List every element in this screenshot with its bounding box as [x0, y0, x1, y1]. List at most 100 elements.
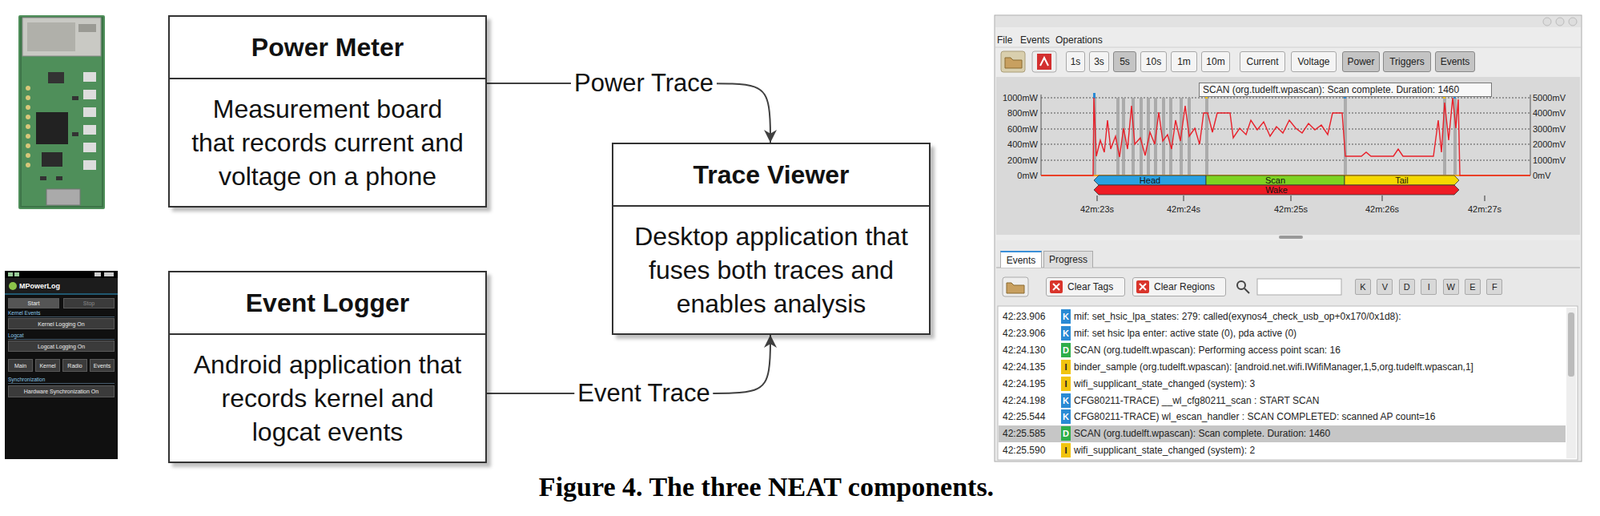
log-message: CFG80211-TRACE) __wl_cfg80211_scan : STA…: [1073, 393, 1563, 408]
board-photo: [78, 24, 97, 33]
axis-label: 0mW: [992, 168, 1038, 182]
board-photo: [25, 114, 31, 120]
filter-button: V: [1376, 278, 1393, 295]
menu-item: File: [996, 33, 1018, 47]
log-time: 42:24.195: [1002, 376, 1058, 391]
edge-label: Power Trace: [570, 68, 717, 98]
board-photo: [83, 124, 97, 135]
viewer-screenshot: [1543, 17, 1552, 26]
phone-screenshot: [4, 270, 118, 278]
board-photo: [25, 152, 31, 158]
app-button: Kernel: [35, 358, 61, 372]
power-trace: [1041, 97, 1531, 176]
time-tick: 42m:26s: [1354, 202, 1411, 216]
viewer-screenshot: [996, 240, 1580, 461]
log-level: K: [1061, 309, 1071, 324]
box-description: Android application that records kernel …: [189, 334, 467, 462]
board-photo: [83, 160, 97, 170]
viewer-screenshot: [1041, 94, 1042, 176]
phone-screenshot: [4, 270, 118, 459]
board-photo: [25, 124, 31, 129]
viewer-screenshot: [1132, 277, 1227, 297]
viewer-screenshot: [1041, 97, 1531, 99]
viewer-screenshot: [994, 15, 1582, 462]
board-photo: [22, 17, 101, 57]
viewer-screenshot: [1049, 280, 1063, 294]
toolbar-button: 1s: [1065, 51, 1086, 73]
viewer-screenshot: [1382, 195, 1383, 202]
viewer-screenshot: [1555, 17, 1564, 26]
component-box: Event LoggerAndroid application that rec…: [168, 270, 487, 463]
board-photo: [72, 96, 79, 101]
section-heading: Kernel Events: [8, 309, 115, 318]
board-photo: [25, 85, 31, 91]
viewer-screenshot: [994, 15, 1582, 462]
phone-screenshot: [8, 281, 17, 290]
viewer-screenshot: [1093, 92, 1096, 99]
viewer-screenshot: [1530, 94, 1532, 176]
component-box: Power MeterMeasurement board that record…: [168, 15, 487, 208]
toolbar-button: Current: [1239, 51, 1286, 73]
viewer-screenshot: [997, 305, 1578, 460]
axis-label: 1000mW: [992, 91, 1038, 105]
axis-label: 400mW: [992, 137, 1038, 151]
viewer-screenshot: [1041, 97, 1531, 161]
section-heading: Synchronization: [8, 375, 115, 384]
viewer-screenshot: [1278, 235, 1303, 239]
time-tick: 42m:24s: [1155, 202, 1212, 216]
toolbar-button: 10s: [1140, 51, 1167, 73]
phone-screenshot: [14, 272, 20, 277]
time-tick: 42m:27s: [1456, 202, 1513, 216]
tab: Progress: [1043, 250, 1094, 268]
viewer-screenshot: [1139, 97, 1143, 176]
axis-label: 3000mV: [1532, 122, 1578, 136]
viewer-screenshot: [1097, 195, 1098, 202]
viewer-screenshot: [1567, 312, 1575, 377]
board-photo: [25, 162, 31, 168]
log-message: mif: set hsic lpa enter: active state (0…: [1073, 325, 1563, 341]
log-level: I: [1061, 359, 1071, 374]
board-photo: [48, 72, 65, 84]
board-photo: [46, 188, 81, 206]
phone-screenshot: [8, 272, 13, 277]
board-photo: [18, 15, 105, 210]
band-label: Tail: [1344, 175, 1460, 185]
toolbar-button: Power: [1342, 51, 1380, 73]
time-tick: 42m:25s: [1262, 202, 1319, 216]
band-label: Wake: [1093, 184, 1460, 195]
viewer-screenshot: [1041, 160, 1531, 161]
log-time: 42:24.198: [1002, 393, 1058, 408]
axis-label: 5000mV: [1532, 91, 1578, 105]
axis-label: 4000mV: [1532, 106, 1578, 120]
viewer-screenshot: [1237, 281, 1246, 290]
viewer-screenshot: [1093, 184, 1460, 195]
filter-button: D: [1398, 278, 1416, 295]
app-button: Kernel Logging On: [8, 317, 115, 330]
toolbar-button: Voltage: [1290, 51, 1337, 73]
filter-button: F: [1486, 278, 1503, 295]
app-button: Hardware Synchronization On: [8, 385, 115, 398]
viewer-screenshot: [1290, 195, 1292, 202]
viewer-screenshot: [1041, 144, 1531, 145]
band-label: Scan: [1206, 175, 1345, 185]
viewer-screenshot: [1206, 175, 1345, 185]
board-photo: [40, 96, 79, 181]
component-box: Trace ViewerDesktop application that fus…: [611, 142, 931, 335]
axis-label: 1000mV: [1532, 153, 1578, 167]
board-photo: [25, 85, 31, 168]
board-photo: [83, 72, 97, 170]
viewer-screenshot: [1169, 97, 1173, 176]
phone-screenshot: [4, 270, 118, 459]
viewer-screenshot: [1032, 51, 1057, 73]
board-photo: [56, 176, 63, 181]
log-level: D: [1061, 342, 1071, 358]
board-photo: [41, 152, 63, 167]
viewer-screenshot: [1205, 97, 1209, 176]
app-button: Logcat Logging On: [8, 340, 115, 352]
log-time: 42:25.585: [1002, 426, 1058, 441]
board-photo: [83, 107, 97, 117]
log-level: I: [1061, 442, 1071, 458]
log-level: D: [1061, 426, 1071, 441]
board-photo: [25, 143, 31, 149]
